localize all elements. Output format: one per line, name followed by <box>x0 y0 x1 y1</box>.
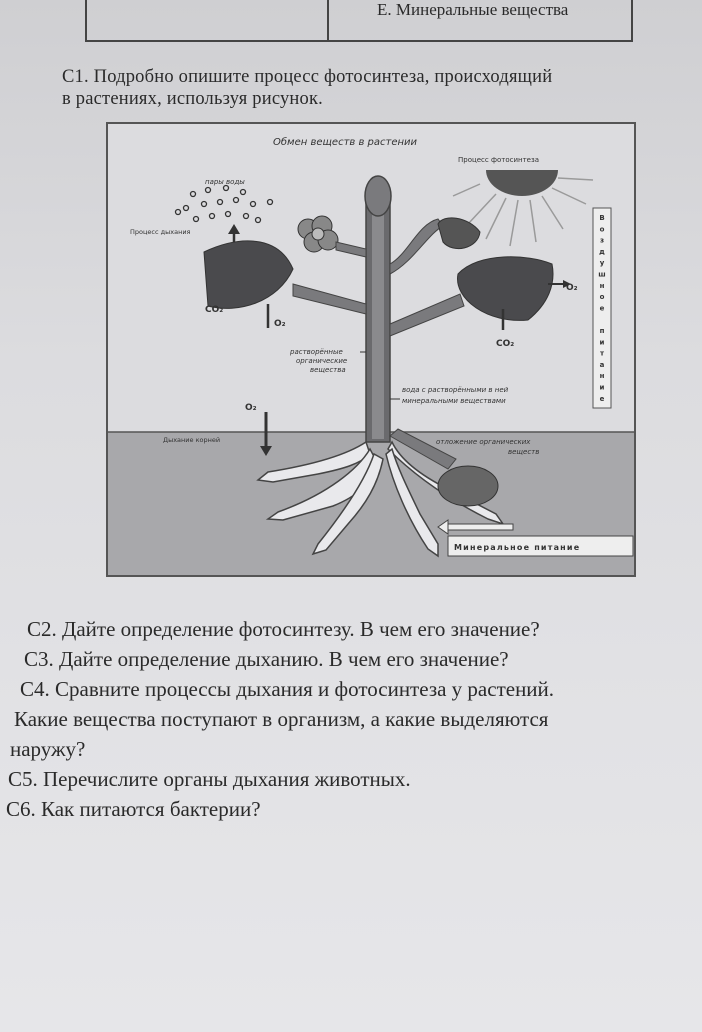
svg-text:вода с растворёнными в ней: вода с растворёнными в ней <box>402 386 509 394</box>
air-nutrition-letter: з <box>600 237 604 245</box>
label-mineral-nutrition: Минеральное питание <box>454 543 580 552</box>
fruit <box>437 217 481 250</box>
water-vapor-bubbles <box>174 184 274 224</box>
leaf-right <box>457 256 554 321</box>
label-co2-right: CO₂ <box>496 339 514 349</box>
air-nutrition-letter: т <box>600 350 605 358</box>
label-co2-left: CO₂ <box>205 305 223 315</box>
svg-text:отложение органических: отложение органических <box>436 438 531 446</box>
label-o2-right: O₂ <box>566 283 578 293</box>
leaf-left <box>203 240 294 309</box>
question-c1-line1: С1. Подробно опишите процесс фотосинтеза… <box>62 67 553 87</box>
label-root-respiration: Дыхание корней <box>163 436 220 444</box>
answer-table-fragment: Е. Минеральные вещества <box>85 0 633 42</box>
fruit-stalk <box>389 218 444 275</box>
branch-left <box>292 283 367 315</box>
air-nutrition-letter: о <box>600 293 605 301</box>
air-nutrition-letter: н <box>600 282 605 290</box>
svg-text:веществ: веществ <box>508 448 539 456</box>
svg-text:минеральными веществами: минеральными веществами <box>402 397 506 405</box>
storage-connector <box>389 428 457 470</box>
air-nutrition-letter: у <box>600 259 605 267</box>
svg-text:вещества: вещества <box>310 366 346 374</box>
o2-right-arrow <box>548 280 571 288</box>
table-divider <box>327 0 329 42</box>
air-nutrition-letter: и <box>600 384 605 392</box>
mineral-nutrition-arrow <box>437 519 514 535</box>
question-c6: С6. Как питаются бактерии? <box>6 797 261 821</box>
mineral-nutrition-box <box>447 535 634 557</box>
question-c2: С2. Дайте определение фотосинтезу. В чем… <box>27 617 540 641</box>
svg-text:органические: органические <box>296 357 347 365</box>
label-water-minerals: вода с растворёнными в ней минеральными … <box>402 386 509 405</box>
air-nutrition-letter: д <box>599 248 605 256</box>
question-c4-line2: Какие вещества поступают в организм, а к… <box>14 707 549 731</box>
air-nutrition-letter: В <box>599 214 604 222</box>
question-c1: С1. Подробно опишите процесс фотосинтеза… <box>62 66 552 110</box>
flower-stalk <box>335 241 367 258</box>
stem-vessel <box>372 204 384 439</box>
apical-bud <box>364 175 392 217</box>
flower <box>297 215 339 253</box>
air-nutrition-letter: н <box>600 372 605 380</box>
air-nutrition-letter: о <box>600 225 605 233</box>
storage-tuber <box>437 465 499 507</box>
air-nutrition-letter: е <box>600 395 605 403</box>
air-nutrition-letter: ш <box>598 271 605 279</box>
question-c4-line1: С4. Сравните процессы дыхания и фотосинт… <box>20 677 555 701</box>
label-o2-left: O₂ <box>274 319 286 329</box>
label-photosynthesis: Процесс фотосинтеза <box>458 156 539 164</box>
question-c3: С3. Дайте определение дыханию. В чем его… <box>24 647 509 671</box>
question-c1-line2: в растениях, используя рисунок. <box>62 89 323 109</box>
plant-metabolism-diagram: Обмен веществ в растении Процесс фотосин… <box>106 122 636 577</box>
air-nutrition-box <box>592 207 612 409</box>
air-nutrition-letter: е <box>600 304 605 312</box>
o2-roots-arrow <box>260 412 272 456</box>
label-water-vapor: пары воды <box>205 178 245 186</box>
label-organic-storage: отложение органических веществ <box>436 438 539 456</box>
table-cell-minerals: Е. Минеральные вещества <box>377 0 569 19</box>
air-nutrition-letter: и <box>600 338 605 346</box>
label-organic-matter: растворённые органические вещества <box>289 348 347 374</box>
diagram-svg: Обмен веществ в растении Процесс фотосин… <box>108 136 634 575</box>
svg-text:растворённые: растворённые <box>289 348 343 356</box>
diagram-title: Обмен веществ в растении <box>273 136 418 148</box>
sun-icon <box>452 170 594 247</box>
question-c4-line3: наружу? <box>10 737 86 761</box>
air-nutrition-letter: а <box>600 361 605 369</box>
air-nutrition-letter: п <box>600 327 605 335</box>
label-respiration: Процесс дыхания <box>130 228 191 236</box>
label-o2-roots: O₂ <box>245 403 257 413</box>
branch-right <box>389 293 465 337</box>
question-c5: С5. Перечислите органы дыхания животных. <box>8 767 411 791</box>
